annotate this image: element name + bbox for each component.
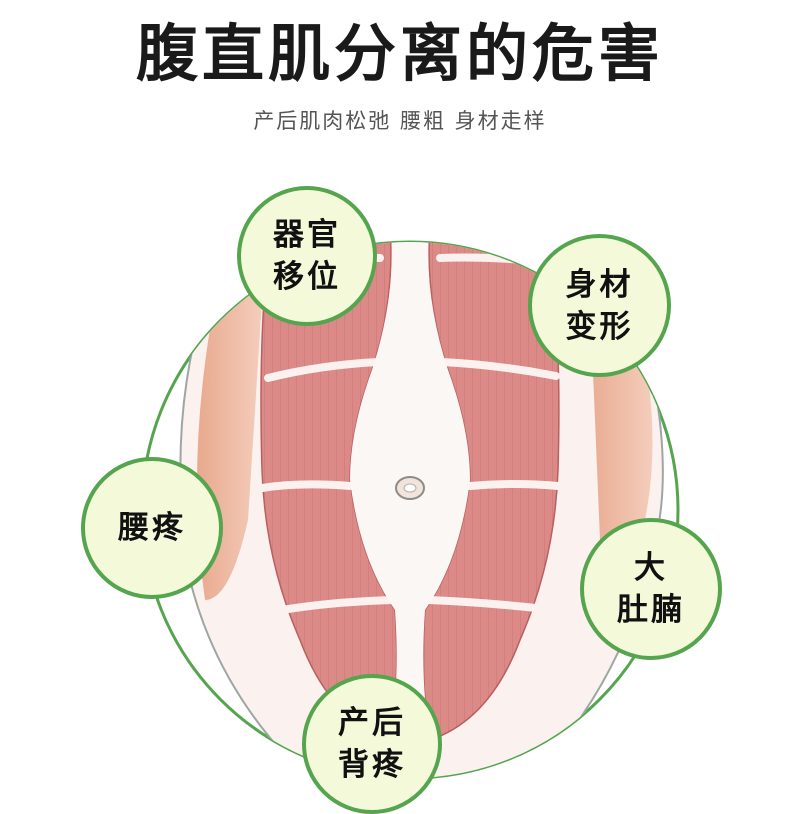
bubble-waist-pain: 腰疼 — [81, 457, 223, 599]
bubble-body-deformation: 身材 变形 — [528, 234, 671, 377]
page-title: 腹直肌分离的危害 — [135, 17, 664, 90]
bubble-shape-line1: 身材 — [565, 266, 634, 303]
bubble-back-line2: 背疼 — [338, 747, 406, 783]
bubble-organ-displacement: 器官 移位 — [237, 186, 377, 326]
bubble-organ-line1: 器官 — [273, 217, 341, 253]
bubble-waist-line1: 腰疼 — [118, 510, 186, 546]
bubble-big-belly: 大 肚腩 — [580, 518, 722, 660]
bubble-postpartum-back-pain: 产后 背疼 — [302, 674, 442, 814]
page-subtitle: 产后肌肉松弛 腰粗 身材走样 — [253, 109, 547, 133]
bubble-belly-line1: 大 — [634, 550, 668, 586]
bubble-belly-line2: 肚腩 — [617, 592, 685, 628]
bubble-back-line1: 产后 — [338, 705, 406, 741]
bubble-organ-line2: 移位 — [273, 259, 341, 295]
bubble-shape-line2: 变形 — [565, 308, 634, 345]
